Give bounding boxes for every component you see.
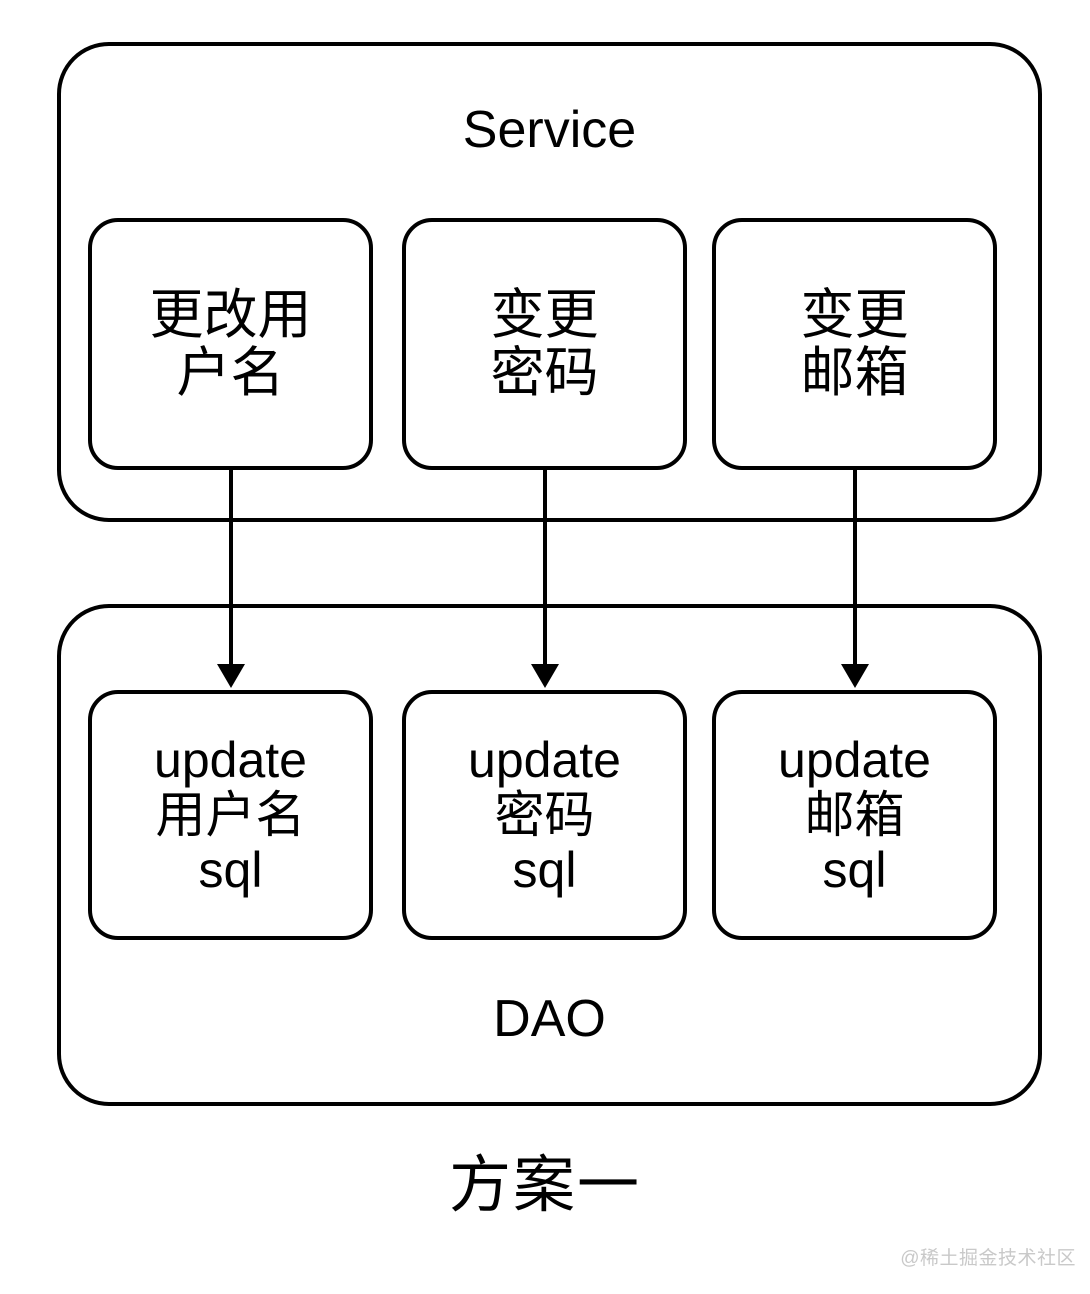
service-layer-title: Service [462, 101, 637, 159]
dao-box-update-username-sql-line-2: 用户名 [155, 786, 306, 843]
service-box-change-email-line-2: 邮箱 [800, 343, 909, 403]
dao-box-update-password-sql-line-1: update [468, 731, 621, 788]
service-box-change-username-line-2: 户名 [176, 343, 285, 403]
dao-box-update-password-sql[interactable]: update 密码 sql [402, 690, 687, 940]
dao-box-update-password-sql-line-3: sql [512, 841, 577, 898]
service-box-change-email-line-1: 变更 [800, 284, 909, 345]
watermark-text: @稀土掘金技术社区 [900, 1248, 1076, 1269]
dao-box-update-username-sql-line-1: update [154, 731, 307, 788]
dao-box-update-username-sql[interactable]: update 用户名 sql [88, 690, 373, 940]
dao-box-update-password-sql-line-2: 密码 [494, 786, 595, 843]
service-box-change-email[interactable]: 变更 邮箱 [712, 218, 997, 470]
service-box-change-password-line-1: 变更 [490, 284, 599, 345]
diagram-caption: 方案一 [448, 1151, 641, 1220]
service-box-change-password-line-2: 密码 [490, 343, 599, 403]
dao-layer-title: DAO [493, 990, 606, 1048]
service-box-change-username-line-1: 更改用 [149, 284, 312, 345]
service-box-change-password[interactable]: 变更 密码 [402, 218, 687, 470]
dao-box-update-email-sql-line-1: update [778, 731, 931, 788]
dao-box-update-username-sql-line-3: sql [198, 841, 263, 898]
service-box-change-username[interactable]: 更改用 户名 [88, 218, 373, 470]
dao-box-update-email-sql-line-3: sql [822, 841, 887, 898]
dao-box-update-email-sql[interactable]: update 邮箱 sql [712, 690, 997, 940]
dao-box-update-email-sql-line-2: 邮箱 [804, 786, 905, 843]
